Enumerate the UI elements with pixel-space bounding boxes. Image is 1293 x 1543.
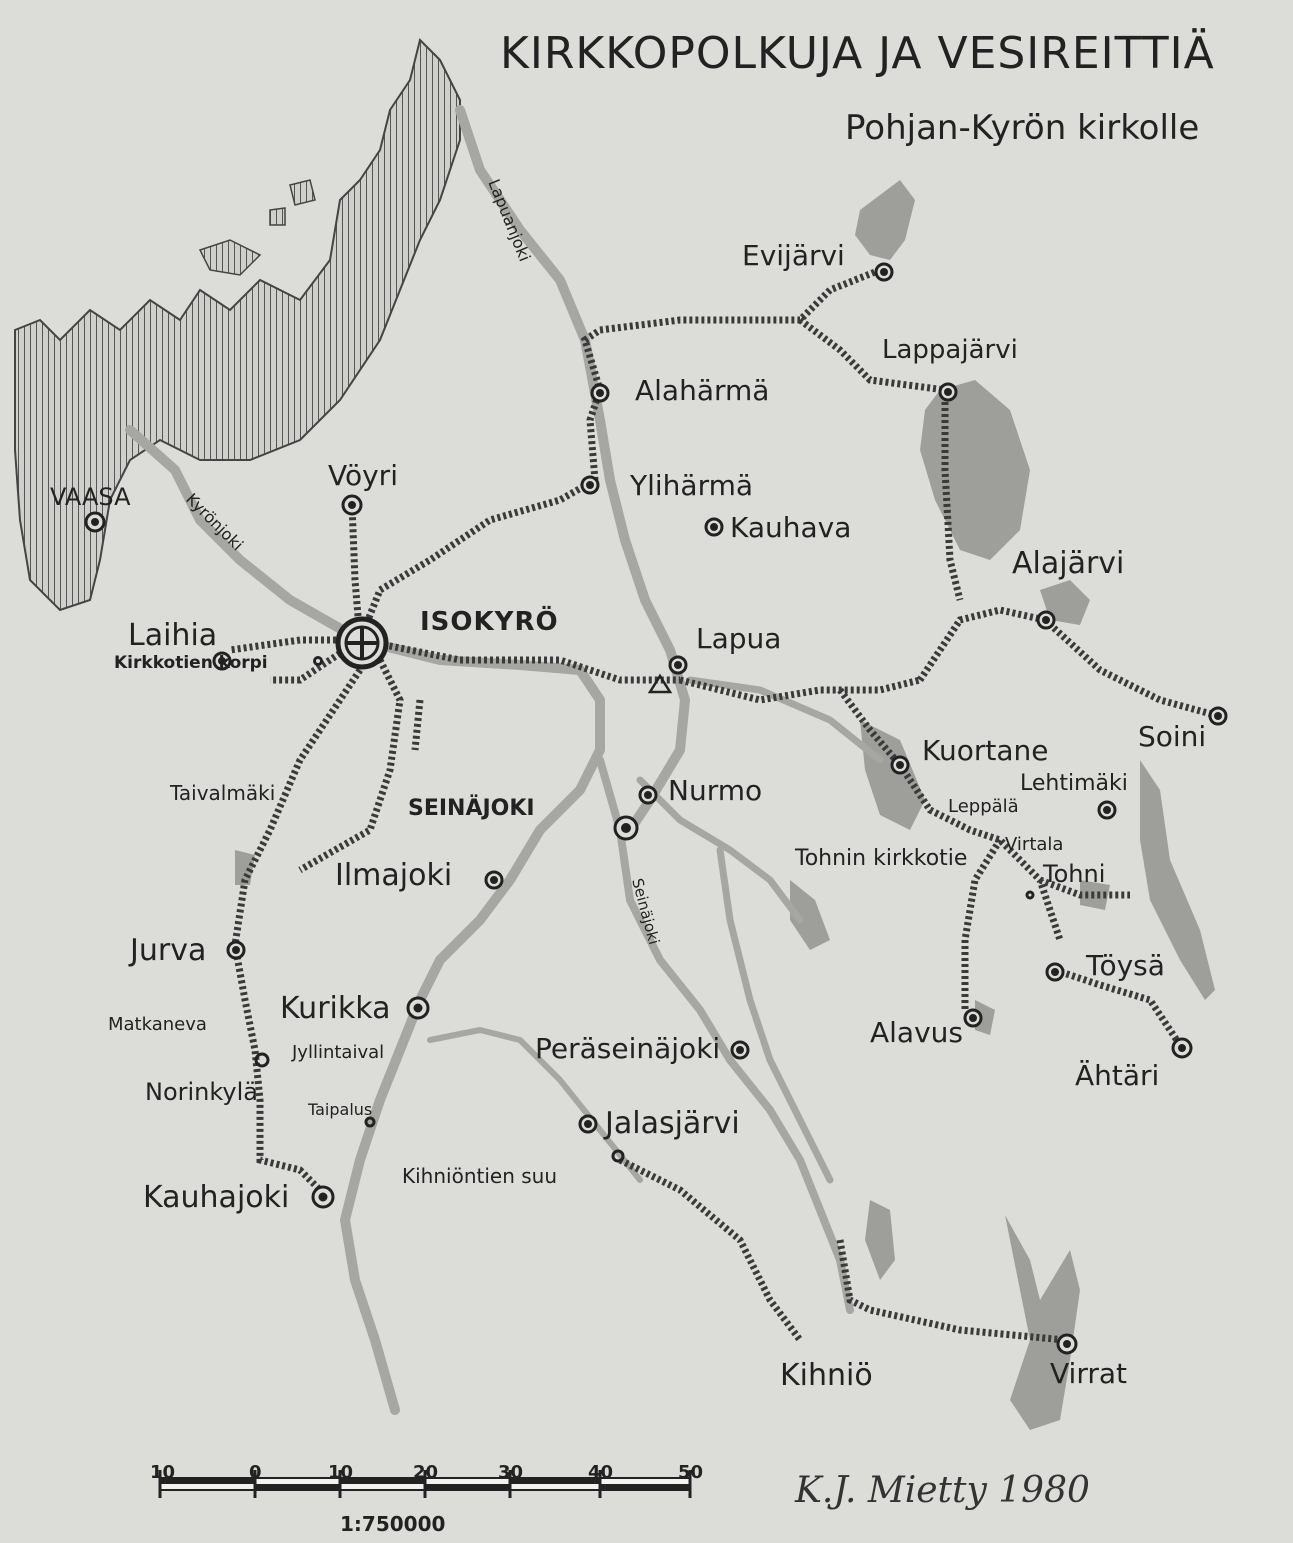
scale-bar: [158, 1470, 692, 1498]
scale-tick-label: 40: [588, 1462, 614, 1483]
label-tohnin-kirkkotie: Tohnin kirkkotie: [794, 846, 967, 871]
river-lapuanjoki-course: [455, 105, 690, 835]
label-alaharma: Alahärmä: [635, 374, 769, 407]
lake-alavus: [975, 1000, 995, 1035]
signature: K.J. Mietty 1980: [795, 1470, 1090, 1511]
label-toysa: Töysä: [1085, 949, 1165, 982]
label-peraseinajoki: Peräseinäjoki: [535, 1032, 720, 1065]
label-kihnio: Kihniö: [780, 1358, 873, 1393]
river-seinajoki-course: [596, 756, 854, 1314]
scale-ratio: 1:750000: [340, 1512, 446, 1536]
scale-tick-label: 0: [249, 1462, 262, 1483]
scale-tick-label: 10: [150, 1462, 176, 1483]
label-kyronjoki: Kyrönjoki: [182, 489, 247, 554]
label-ahtari: Ähtäri: [1075, 1059, 1159, 1092]
church-cross-icon: [335, 616, 389, 670]
label-kurikka: Kurikka: [280, 991, 390, 1026]
label-tohni: Tohni: [1042, 860, 1105, 888]
label-taipalus: Taipalus: [307, 1100, 372, 1119]
lake-lappajarvi: [920, 380, 1030, 560]
lake-soini-chain: [1140, 760, 1215, 1000]
label-ilmajoki: Ilmajoki: [335, 858, 452, 893]
label-jurva: Jurva: [128, 933, 206, 968]
label-virtala: Virtala: [1005, 834, 1063, 855]
label-lappajarvi: Lappajärvi: [882, 335, 1018, 365]
triangle-icon: [647, 673, 673, 694]
river-lapua-east: [686, 676, 884, 764]
lake-kuortane: [860, 720, 925, 830]
lakes: [235, 180, 1215, 1430]
label-kuortane: Kuortane: [922, 734, 1048, 767]
label-leppala: Leppälä: [948, 796, 1019, 817]
label-yliharma: Ylihärmä: [629, 469, 753, 502]
place-markers: [84, 262, 1228, 1355]
place-labels: ISOKYRÖ VAASA Vöyri Laihia Kirkkotien ko…: [50, 239, 1206, 1393]
label-jyllintaival: Jyllintaival: [291, 1042, 384, 1063]
label-matkaneva: Matkaneva: [108, 1014, 207, 1035]
scale-tick-label: 30: [498, 1462, 524, 1483]
label-kirkkotien-korpi: Kirkkotien korpi: [114, 653, 268, 673]
label-laihia: Laihia: [128, 618, 217, 653]
label-jalasjarvi: Jalasjärvi: [603, 1106, 740, 1141]
label-virrat: Virrat: [1050, 1357, 1127, 1390]
map-title: KIRKKOPOLKUJA JA VESIREITTIÄ: [500, 28, 1215, 79]
label-vaasa: VAASA: [50, 483, 131, 511]
label-voyri: Vöyri: [328, 459, 398, 492]
river-east-branch: [716, 846, 834, 1184]
river-nurmo-branch: [636, 776, 804, 924]
label-evijarvi: Evijärvi: [742, 239, 845, 272]
label-alavus: Alavus: [870, 1016, 963, 1049]
label-kauhajoki: Kauhajoki: [143, 1180, 289, 1215]
lake-kihnio: [865, 1200, 895, 1280]
label-taivalmaki: Taivalmäki: [169, 781, 275, 805]
label-lapuanjoki: Lapuanjoki: [484, 176, 534, 264]
label-seinajoki: SEINÄJOKI: [408, 795, 535, 821]
label-nurmo: Nurmo: [668, 774, 762, 807]
rivers: [125, 105, 884, 1415]
river-kyronjoki-course: [125, 425, 605, 1415]
label-norinkyla: Norinkylä: [145, 1078, 258, 1106]
label-kihniontien-suu: Kihniöntien suu: [402, 1164, 557, 1188]
scale-tick-label: 50: [678, 1462, 704, 1483]
coastline: [14, 38, 461, 612]
label-alajarvi: Alajärvi: [1012, 546, 1124, 581]
label-lapua: Lapua: [696, 622, 781, 655]
lake-tohni: [1080, 880, 1110, 910]
label-kauhava: Kauhava: [730, 511, 851, 544]
lake-virrat: [1005, 1215, 1080, 1430]
label-isokyro: ISOKYRÖ: [420, 604, 559, 637]
river-jalasjarvi-branch: [427, 1027, 643, 1183]
scale-tick-label: 20: [413, 1462, 439, 1483]
lake-nurmo-south: [790, 880, 830, 950]
label-lehtimaki: Lehtimäki: [1020, 771, 1128, 796]
map-subtitle: Pohjan-Kyrön kirkolle: [845, 108, 1200, 148]
lake-evijarvi: [855, 180, 915, 260]
scale-tick-label: 10: [328, 1462, 354, 1483]
label-soini: Soini: [1138, 720, 1206, 753]
